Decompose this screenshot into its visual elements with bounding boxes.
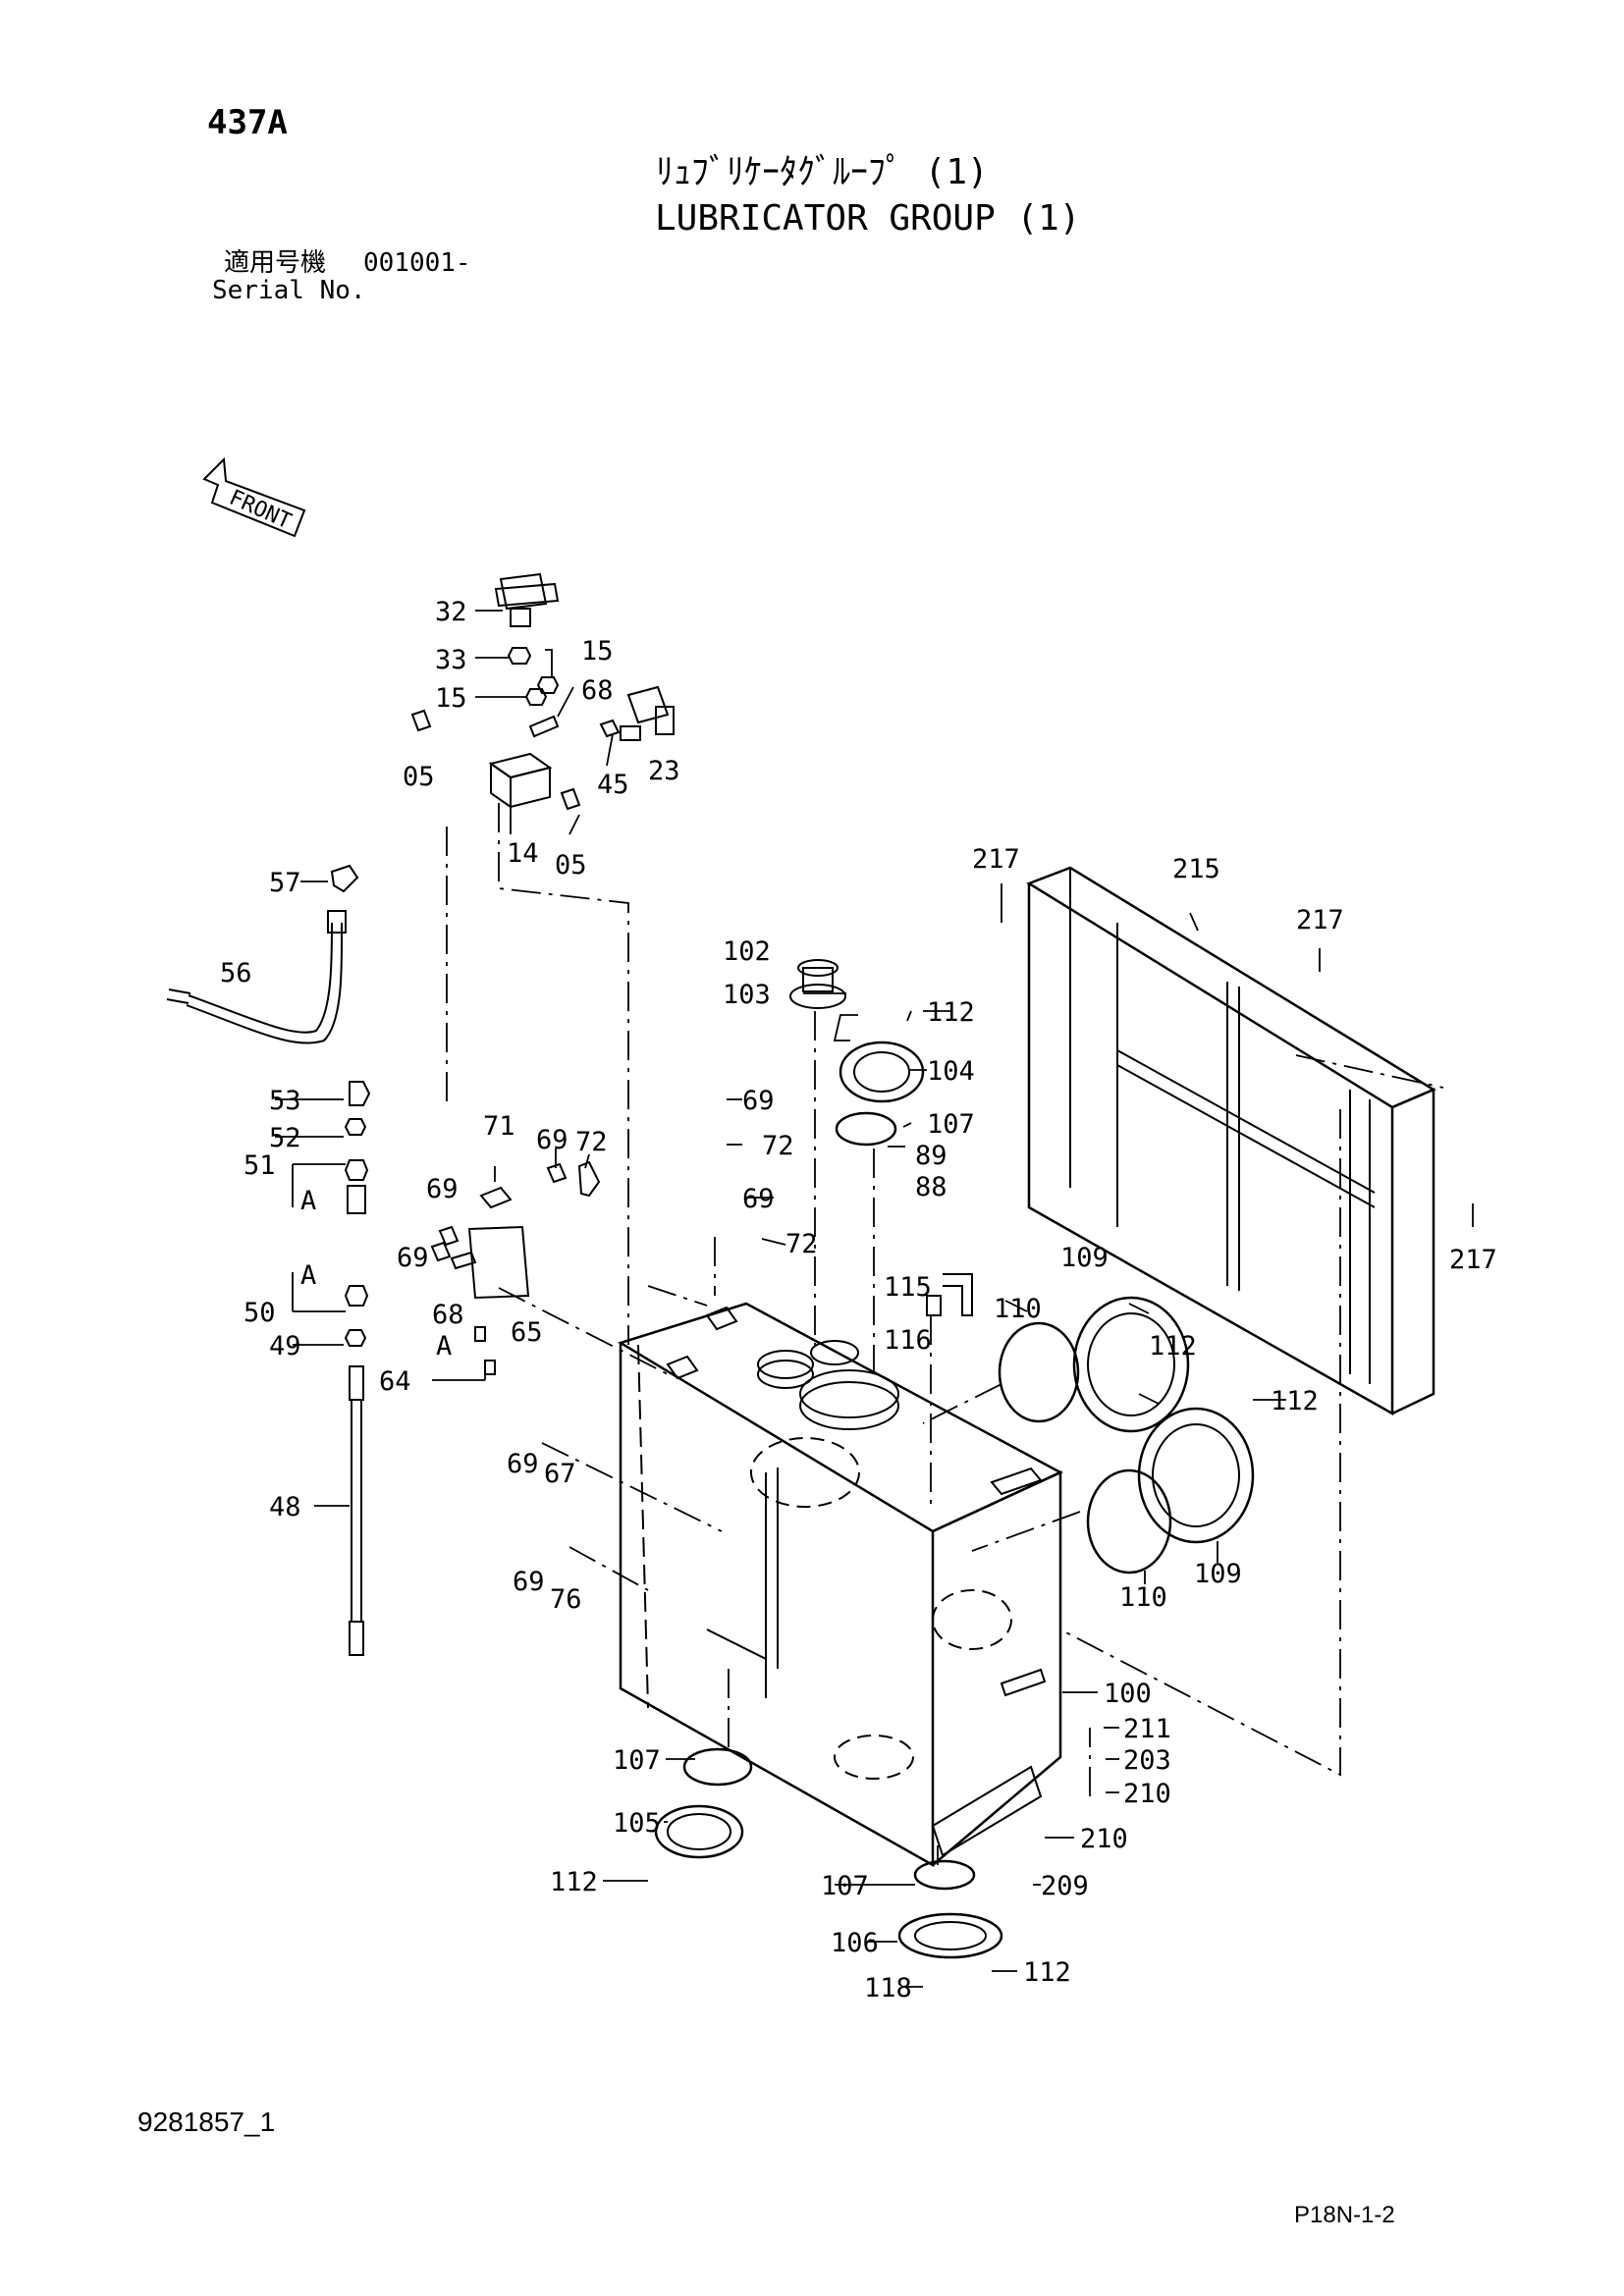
callout-label: 112: [1023, 1957, 1071, 1988]
callout-label: 23: [648, 756, 680, 786]
callout-label: 211: [1123, 1714, 1171, 1744]
callout-label: 72: [575, 1127, 608, 1157]
callout-label: 210: [1123, 1779, 1171, 1809]
callout-label: 115: [884, 1272, 932, 1303]
callout-label: 45: [597, 770, 629, 800]
callout-label: 116: [884, 1325, 932, 1356]
callout-label: 68: [432, 1300, 464, 1330]
callout-label: 71: [483, 1111, 515, 1142]
callout-label: 15: [581, 636, 614, 667]
callout-label: 103: [723, 980, 771, 1010]
callout-label: 32: [435, 597, 467, 627]
callout-label: 50: [244, 1298, 276, 1328]
callout-label: 106: [831, 1928, 879, 1958]
callout-label: 217: [1296, 905, 1344, 935]
callout-label: A: [300, 1186, 316, 1216]
side-panel: [1026, 866, 1436, 1416]
front-arrow-icon: FRONT: [202, 456, 306, 538]
callout-label: 52: [269, 1123, 301, 1153]
callout-label: 48: [269, 1492, 301, 1522]
callout-label: 05: [403, 762, 435, 792]
callout-label: 110: [994, 1294, 1042, 1324]
callout-label: 112: [1271, 1386, 1319, 1416]
callout-label: 217: [972, 844, 1020, 875]
callout-label: 203: [1123, 1745, 1171, 1776]
callout-label: A: [436, 1331, 452, 1362]
callout-label: 112: [550, 1867, 598, 1897]
callout-label: 100: [1104, 1679, 1152, 1709]
callout-label: 107: [927, 1109, 975, 1140]
callout-labels: 32 33 15 15 68 05 45 23 14 05 57 56 53 5…: [220, 597, 1497, 2003]
callout-label: 67: [544, 1459, 576, 1489]
callout-label: 109: [1194, 1559, 1242, 1589]
callout-leaders: [275, 610, 1474, 1988]
callout-label: 109: [1060, 1243, 1109, 1273]
callout-label: 49: [269, 1331, 301, 1362]
callout-label: 215: [1172, 854, 1220, 884]
sheet-id: P18N-1-2: [1294, 2202, 1395, 2228]
callout-label: 104: [927, 1056, 975, 1087]
callout-label: 69: [742, 1086, 775, 1116]
callout-label: 69: [507, 1449, 539, 1479]
callout-label: 69: [742, 1184, 775, 1214]
callout-label: 72: [762, 1131, 794, 1161]
callout-label: 88: [915, 1172, 947, 1202]
callout-label: 112: [1149, 1331, 1197, 1362]
title-english: LUBRICATOR GROUP (1): [655, 198, 1081, 239]
callout-label: 69: [426, 1174, 459, 1204]
callout-label: 69: [536, 1125, 568, 1155]
callout-label: 110: [1119, 1582, 1167, 1613]
callout-label: 69: [513, 1567, 545, 1597]
serial-label-english: Serial No.: [212, 276, 366, 305]
callout-label: 15: [435, 683, 467, 714]
hose-assembly: [344, 1081, 371, 1656]
callout-label: A: [300, 1260, 316, 1291]
callout-label: 102: [723, 936, 771, 967]
callout-label: 210: [1080, 1824, 1128, 1854]
serial-label-japanese: 適用号機: [224, 248, 327, 278]
callout-label: 107: [613, 1745, 661, 1776]
lubricator-block-assembly: [166, 572, 675, 1044]
callout-label: 14: [507, 838, 539, 869]
callout-label: 105: [613, 1808, 661, 1839]
callout-label: 69: [397, 1243, 429, 1273]
callout-label: 64: [379, 1366, 411, 1397]
callout-label: 56: [220, 958, 252, 988]
page-number: 437A: [207, 103, 288, 142]
callout-label: 72: [785, 1229, 818, 1259]
callout-label: 118: [864, 1973, 912, 2003]
callout-label: 53: [269, 1086, 301, 1116]
callout-label: 76: [550, 1584, 582, 1615]
callout-label: 112: [927, 997, 975, 1028]
callout-label: 65: [511, 1317, 543, 1348]
serial-value: 001001-: [363, 248, 471, 278]
covers-and-seals: [654, 959, 1255, 1959]
leader-lines: [446, 803, 1444, 1865]
callout-label: 68: [581, 675, 614, 706]
callout-label: 05: [555, 850, 587, 881]
callout-label: 57: [269, 868, 301, 898]
callout-label: 107: [821, 1871, 869, 1901]
callout-label: 89: [915, 1141, 947, 1171]
callout-label: 217: [1449, 1245, 1497, 1275]
callout-label: 33: [435, 645, 467, 675]
callout-label: 51: [244, 1150, 276, 1181]
document-id: 9281857_1: [137, 2107, 276, 2137]
title-japanese: ﾘｭﾌﾞﾘｹｰﾀｸﾞﾙｰﾌﾟ (1): [656, 152, 989, 192]
callout-label: 209: [1041, 1871, 1089, 1901]
oil-tank: [617, 1302, 1063, 1868]
